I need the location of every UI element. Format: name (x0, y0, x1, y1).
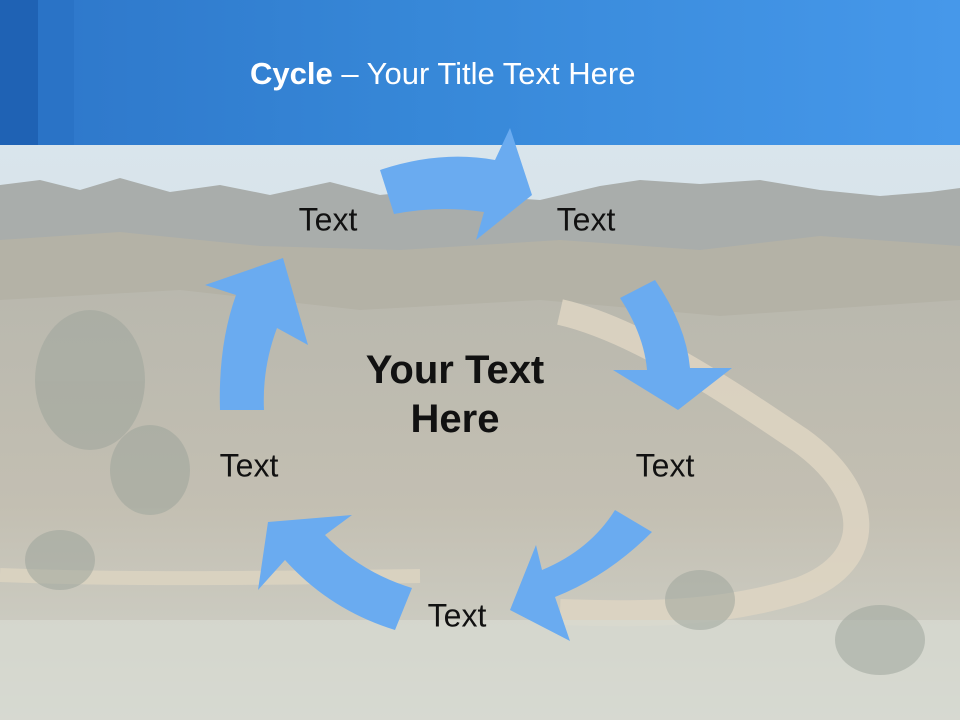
cycle-node-label[interactable]: Text (635, 447, 695, 484)
cycle-arrow-left[interactable] (205, 258, 308, 410)
slide-title-bold: Cycle (250, 56, 333, 91)
title-banner-accent (0, 0, 38, 145)
cycle-arrow-right[interactable] (613, 280, 732, 410)
slide-title-rest: Your Title Text Here (366, 56, 636, 91)
cycle-node-label[interactable]: Text (556, 201, 616, 238)
title-banner (0, 0, 960, 145)
cycle-center-text[interactable]: Your Text Here (325, 346, 585, 444)
slide-title[interactable]: Cycle – Your Title Text Here (250, 56, 635, 96)
slide-title-dash: – (332, 56, 367, 91)
cycle-node-label[interactable]: Text (298, 201, 358, 238)
cycle-center-text-line2: Here (410, 397, 500, 441)
title-banner-accent (38, 0, 74, 145)
cycle-node-label[interactable]: Text (427, 597, 487, 634)
cycle-center-text-line1: Your Text (365, 348, 545, 393)
cycle-arrow-bottom-left[interactable] (258, 515, 412, 630)
cycle-arrow-top[interactable] (380, 128, 532, 240)
cycle-node-label[interactable]: Text (219, 447, 279, 484)
cycle-arrow-bottom-right[interactable] (510, 510, 652, 641)
